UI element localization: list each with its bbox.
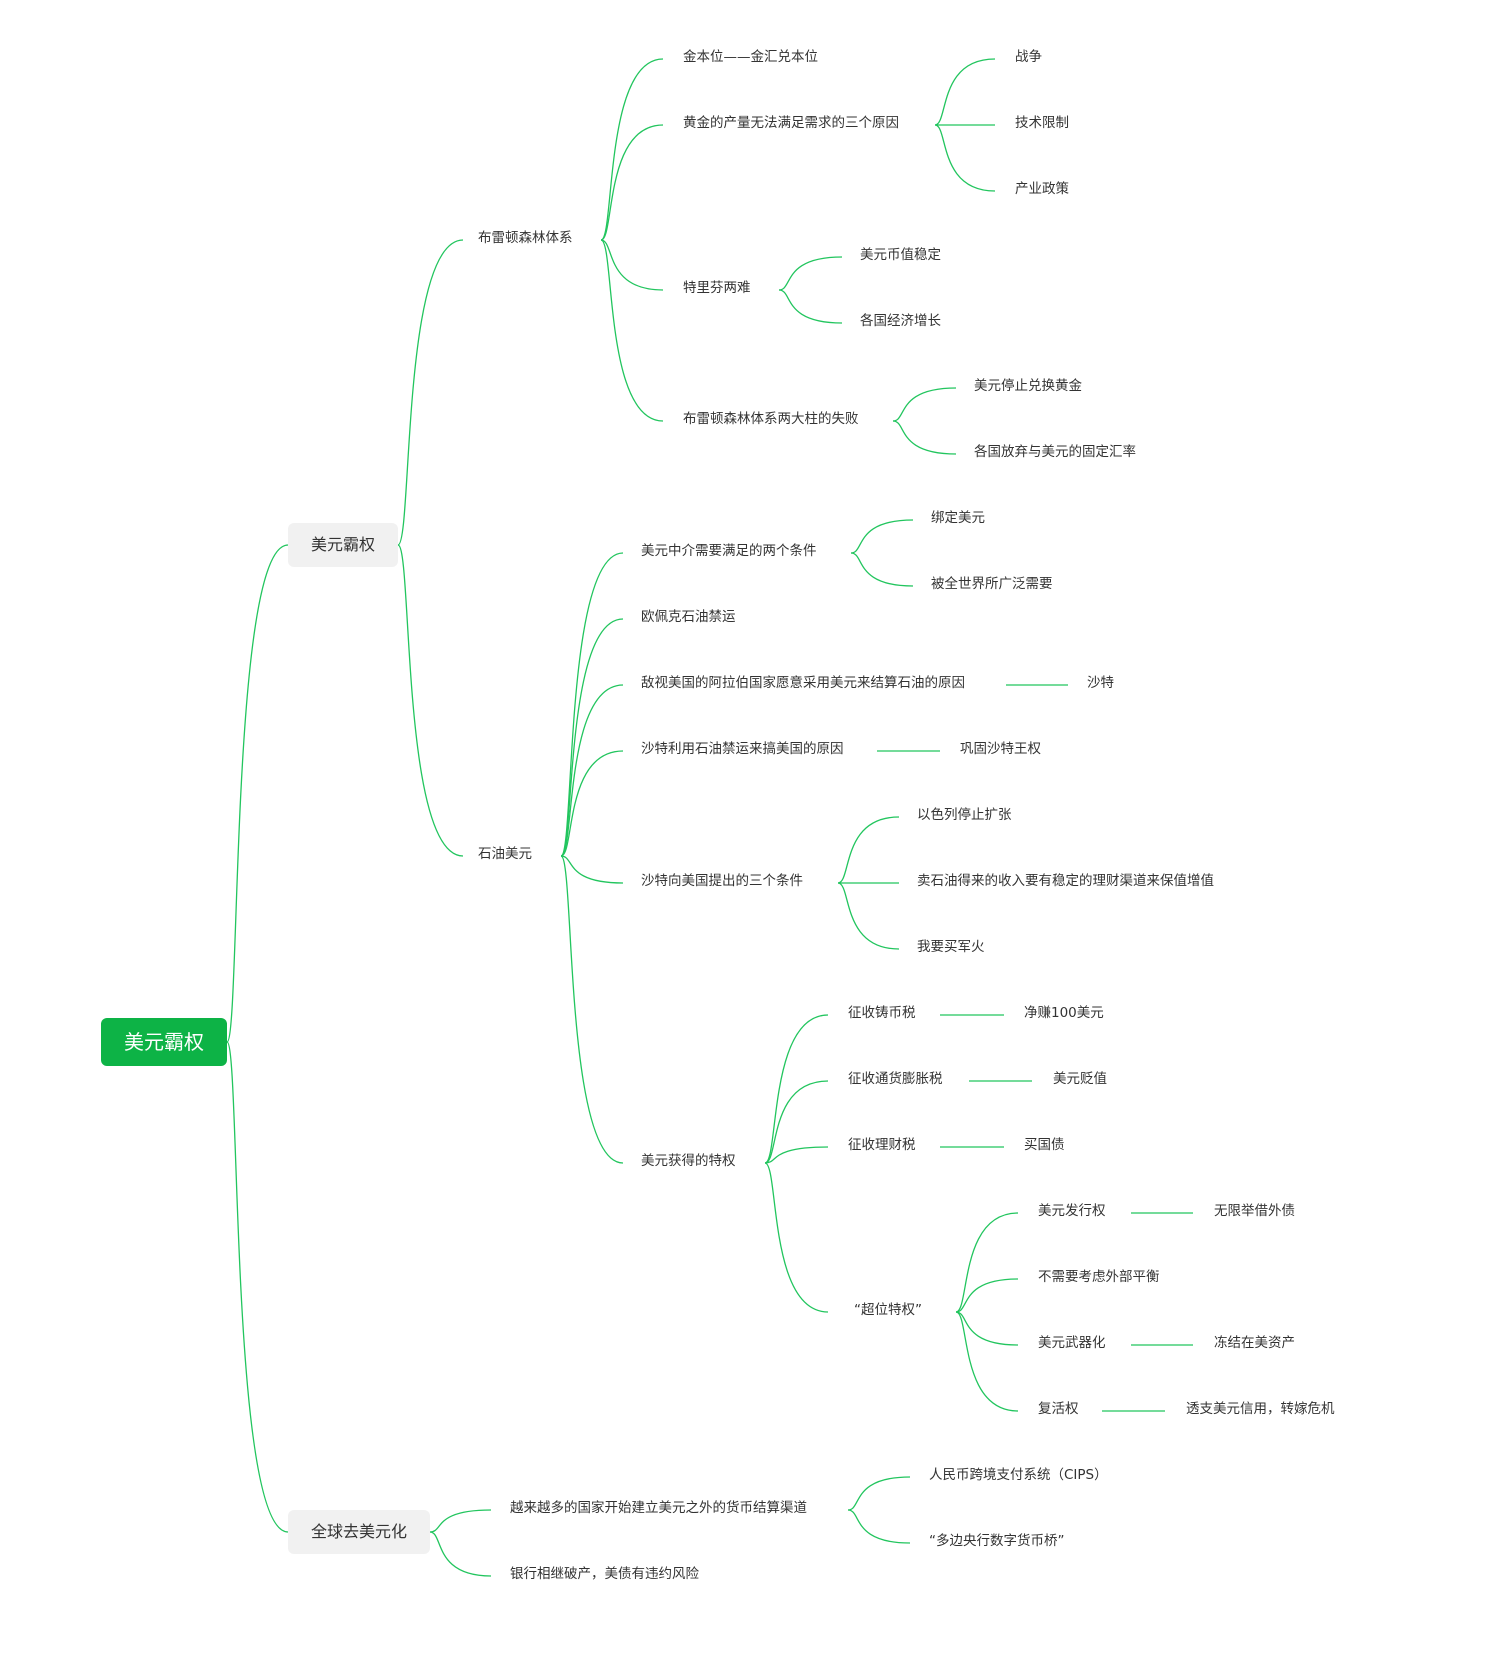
connector-curve (560, 855, 624, 1164)
node-econ-growth[interactable]: 各国经济增长 (860, 313, 941, 329)
node-israel-stop[interactable]: 以色列停止扩张 (917, 807, 1012, 823)
connector-curve (850, 519, 914, 554)
connector-curve (226, 544, 289, 1043)
connector-curve (764, 1080, 829, 1164)
branch-usd-hegemony[interactable]: 美元霸权 (288, 523, 398, 567)
node-consolidate-power[interactable]: 巩固沙特王权 (960, 741, 1041, 757)
node-finance-tax[interactable]: 征收理财税 (848, 1137, 916, 1153)
connector-curve (600, 124, 664, 241)
node-petrodollar[interactable]: 石油美元 (478, 846, 532, 862)
node-industry-policy[interactable]: 产业政策 (1015, 181, 1069, 197)
connector-curve (955, 1311, 1019, 1412)
node-alt-channels[interactable]: 越来越多的国家开始建立美元之外的货币结算渠道 (510, 1500, 807, 1516)
connector-curve (892, 420, 957, 455)
node-bind-usd[interactable]: 绑定美元 (931, 510, 985, 526)
connector-curve (955, 1278, 1019, 1313)
connector-curve (837, 882, 900, 950)
connector-curve (600, 239, 664, 422)
connector-curve (397, 239, 464, 546)
connector-curve (778, 256, 843, 291)
node-weaponization[interactable]: 美元武器化 (1038, 1335, 1106, 1351)
connector-curve (847, 1509, 911, 1544)
node-usd-privileges[interactable]: 美元获得的特权 (641, 1153, 736, 1169)
connector-curve (560, 855, 624, 884)
connector-curve (850, 552, 914, 587)
node-opec-embargo[interactable]: 欧佩克石油禁运 (641, 609, 736, 625)
node-net-100[interactable]: 净赚100美元 (1024, 1005, 1104, 1021)
connector-curve (934, 124, 996, 192)
node-usd-depreciation[interactable]: 美元贬值 (1053, 1071, 1107, 1087)
node-unlimited-debt[interactable]: 无限举借外债 (1214, 1203, 1295, 1219)
node-mbridge[interactable]: “多边央行数字货币桥” (929, 1533, 1065, 1549)
connector-curve (778, 289, 843, 324)
node-stop-gold[interactable]: 美元停止兑换黄金 (974, 378, 1082, 394)
connector-curve (600, 58, 664, 241)
node-oil-income[interactable]: 卖石油得来的收入要有稳定的理财渠道来保值增值 (917, 873, 1214, 889)
node-war[interactable]: 战争 (1015, 49, 1042, 65)
node-inflation-tax[interactable]: 征收通货膨胀税 (848, 1071, 943, 1087)
connector-curve (955, 1212, 1019, 1313)
node-three-conditions[interactable]: 沙特向美国提出的三个条件 (641, 873, 803, 889)
connector-curve (600, 239, 664, 291)
connector-curve (226, 1041, 289, 1533)
node-issuance-right[interactable]: 美元发行权 (1038, 1203, 1106, 1219)
connector-curve (429, 1531, 492, 1577)
node-revival-right[interactable]: 复活权 (1038, 1401, 1079, 1417)
root-node[interactable]: 美元霸权 (101, 1018, 227, 1066)
connector-curve (429, 1509, 492, 1533)
connector-curve (837, 816, 900, 884)
connector-curve (397, 544, 464, 857)
branch-de-dollarization[interactable]: 全球去美元化 (288, 1510, 430, 1554)
node-usd-stable[interactable]: 美元币值稳定 (860, 247, 941, 263)
node-gold-reasons[interactable]: 黄金的产量无法满足需求的三个原因 (683, 115, 899, 131)
node-triffin[interactable]: 特里芬两难 (683, 280, 751, 296)
node-bretton-woods[interactable]: 布雷顿森林体系 (478, 230, 573, 246)
node-cips[interactable]: 人民币跨境支付系统（CIPS） (929, 1467, 1108, 1483)
node-freeze-assets[interactable]: 冻结在美资产 (1214, 1335, 1295, 1351)
node-buy-treasuries[interactable]: 买国债 (1024, 1137, 1065, 1153)
node-overdraw-credit[interactable]: 透支美元信用，转嫁危机 (1186, 1401, 1335, 1417)
connector-curve (764, 1014, 829, 1164)
node-tech-limit[interactable]: 技术限制 (1015, 115, 1069, 131)
connector-curve (764, 1146, 829, 1164)
node-no-external-balance[interactable]: 不需要考虑外部平衡 (1038, 1269, 1160, 1285)
node-bank-failures[interactable]: 银行相继破产，美债有违约风险 (510, 1566, 699, 1582)
connector-curve (764, 1162, 829, 1313)
node-gold-standard[interactable]: 金本位——金汇兑本位 (683, 49, 818, 65)
connector-curve (934, 58, 996, 126)
connector-curve (847, 1476, 911, 1511)
node-buy-arms[interactable]: 我要买军火 (917, 939, 985, 955)
node-seigniorage[interactable]: 征收铸币税 (848, 1005, 916, 1021)
connector-curve (560, 684, 624, 857)
node-super-privilege[interactable]: “超位特权” (854, 1302, 922, 1318)
connector-curve (955, 1311, 1019, 1346)
connector-curve (560, 750, 624, 857)
node-arab-reason[interactable]: 敌视美国的阿拉伯国家愿意采用美元来结算石油的原因 (641, 675, 965, 691)
node-saudi-embargo-reason[interactable]: 沙特利用石油禁运来搞美国的原因 (641, 741, 844, 757)
connector-curve (892, 387, 957, 422)
node-saudi[interactable]: 沙特 (1087, 675, 1114, 691)
node-world-need[interactable]: 被全世界所广泛需要 (931, 576, 1053, 592)
node-two-conditions[interactable]: 美元中介需要满足的两个条件 (641, 543, 817, 559)
connector-curve (560, 618, 624, 857)
node-abandon-peg[interactable]: 各国放弃与美元的固定汇率 (974, 444, 1136, 460)
node-pillars-fail[interactable]: 布雷顿森林体系两大柱的失败 (683, 411, 859, 427)
